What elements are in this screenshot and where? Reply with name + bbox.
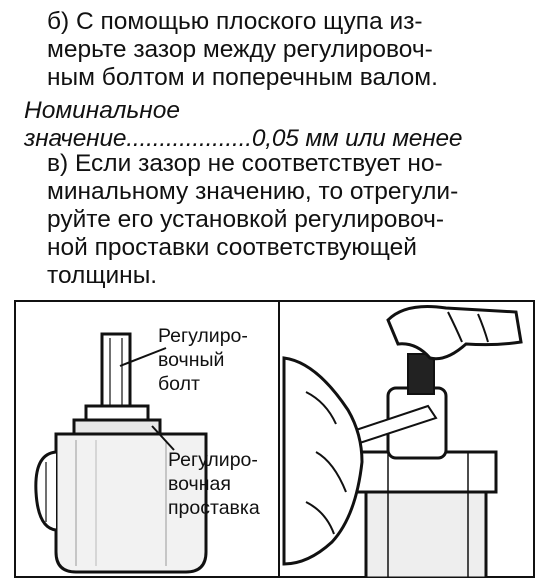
nominal-label: Номинальное bbox=[24, 97, 181, 124]
step-v-line-4: ной проставки соответствующей bbox=[47, 234, 417, 261]
step-b-line-1: б) С помощью плоского щупа из- bbox=[47, 8, 423, 35]
step-v-line-5: толщины. bbox=[47, 262, 158, 289]
panel-divider bbox=[278, 302, 280, 576]
illustration-frame: Регулиро- вочный болт Регулиро- вочная п… bbox=[14, 300, 535, 578]
step-v-line-1: в) Если зазор не соответствует но- bbox=[47, 150, 443, 177]
step-b-line-2: мерьте зазор между регулировоч- bbox=[47, 36, 433, 63]
step-b-line-3: ным болтом и поперечным валом. bbox=[47, 64, 438, 91]
spacer-label-line-3: проставка bbox=[168, 497, 260, 519]
bolt-spacer-drawing bbox=[34, 332, 208, 574]
step-v-line-3: руйте его установкой регулировоч- bbox=[47, 206, 445, 233]
bolt-label-line-2: вочный bbox=[158, 349, 225, 371]
nominal-value: значение...................0,05 мм или м… bbox=[24, 125, 463, 152]
step-v-line-2: минальному значению, то отрегули- bbox=[47, 178, 459, 205]
bolt-label-line-1: Регулиро- bbox=[158, 325, 248, 347]
spacer-label-line-1: Регулиро- bbox=[168, 449, 258, 471]
bolt-label-line-3: болт bbox=[158, 373, 200, 395]
feeler-gauge-drawing bbox=[282, 305, 523, 578]
spacer-label-line-2: вочная bbox=[168, 473, 231, 495]
